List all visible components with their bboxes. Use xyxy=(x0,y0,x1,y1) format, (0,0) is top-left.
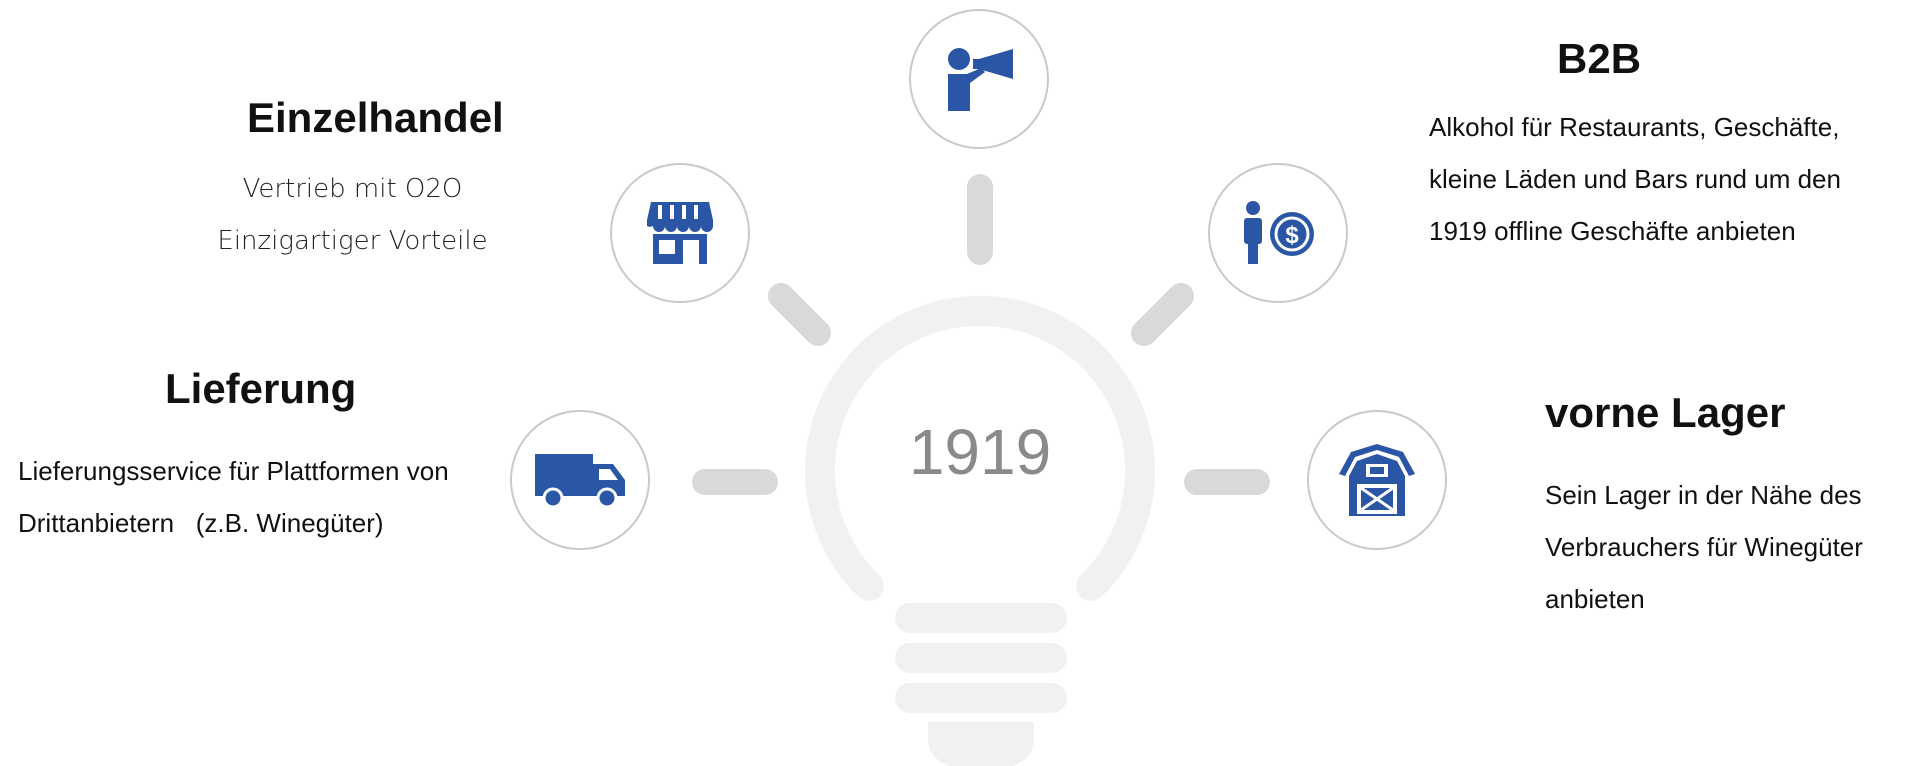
ray-upper-right xyxy=(1131,283,1194,346)
einzelhandel-line-2: Einzigartiger Vorteile xyxy=(217,226,488,256)
svg-text:$: $ xyxy=(1285,222,1299,249)
bulb-base-cap xyxy=(928,722,1034,766)
b2b-line-2: kleine Läden und Bars rund um den xyxy=(1429,164,1841,194)
lager-line-2: Verbrauchers für Winegüter xyxy=(1545,532,1863,562)
circle-left-lower xyxy=(510,410,650,550)
bulb-base-bar-3 xyxy=(895,683,1067,713)
lieferung-title: Lieferung xyxy=(165,365,357,412)
bulb-base-bar-2 xyxy=(895,643,1067,673)
lager-line-3: anbieten xyxy=(1545,584,1645,614)
person-dollar-icon: $ xyxy=(1244,201,1314,264)
einzelhandel-text: Vertrieb mit O2O Einzigartiger Vorteile xyxy=(190,163,515,267)
circle-right-lower xyxy=(1307,410,1447,550)
circle-left-upper xyxy=(610,163,750,303)
delivery-truck-icon xyxy=(535,454,625,508)
ray-upper-left xyxy=(768,283,831,346)
lager-text: Sein Lager in der Nähe des Verbrauchers … xyxy=(1545,469,1863,625)
lieferung-text: Lieferungsservice für Plattformen von Dr… xyxy=(18,445,449,549)
b2b-line-3: 1919 offline Geschäfte anbieten xyxy=(1429,216,1796,246)
circle-top xyxy=(909,9,1049,149)
b2b-line-1: Alkohol für Restaurants, Geschäfte, xyxy=(1429,112,1840,142)
b2b-title: B2B xyxy=(1557,35,1642,82)
einzelhandel-line-1: Vertrieb mit O2O xyxy=(242,174,463,204)
barn-warehouse-icon xyxy=(1339,444,1415,516)
einzelhandel-title: Einzelhandel xyxy=(247,94,504,141)
storefront-icon xyxy=(647,202,713,264)
circle-right-upper: $ xyxy=(1208,163,1348,303)
lager-title: vorne Lager xyxy=(1545,389,1786,436)
bulb-base-bar-1 xyxy=(895,603,1067,633)
lieferung-line-2: Drittanbietern (z.B. Winegüter) xyxy=(18,508,384,538)
lieferung-line-1: Lieferungsservice für Plattformen von xyxy=(18,456,449,486)
bulb-outline xyxy=(805,295,1155,601)
megaphone-person-icon xyxy=(948,48,1013,111)
center-label: 1919 xyxy=(908,416,1052,488)
lager-line-1: Sein Lager in der Nähe des xyxy=(1545,480,1862,510)
b2b-text: Alkohol für Restaurants, Geschäfte, klei… xyxy=(1429,101,1841,257)
